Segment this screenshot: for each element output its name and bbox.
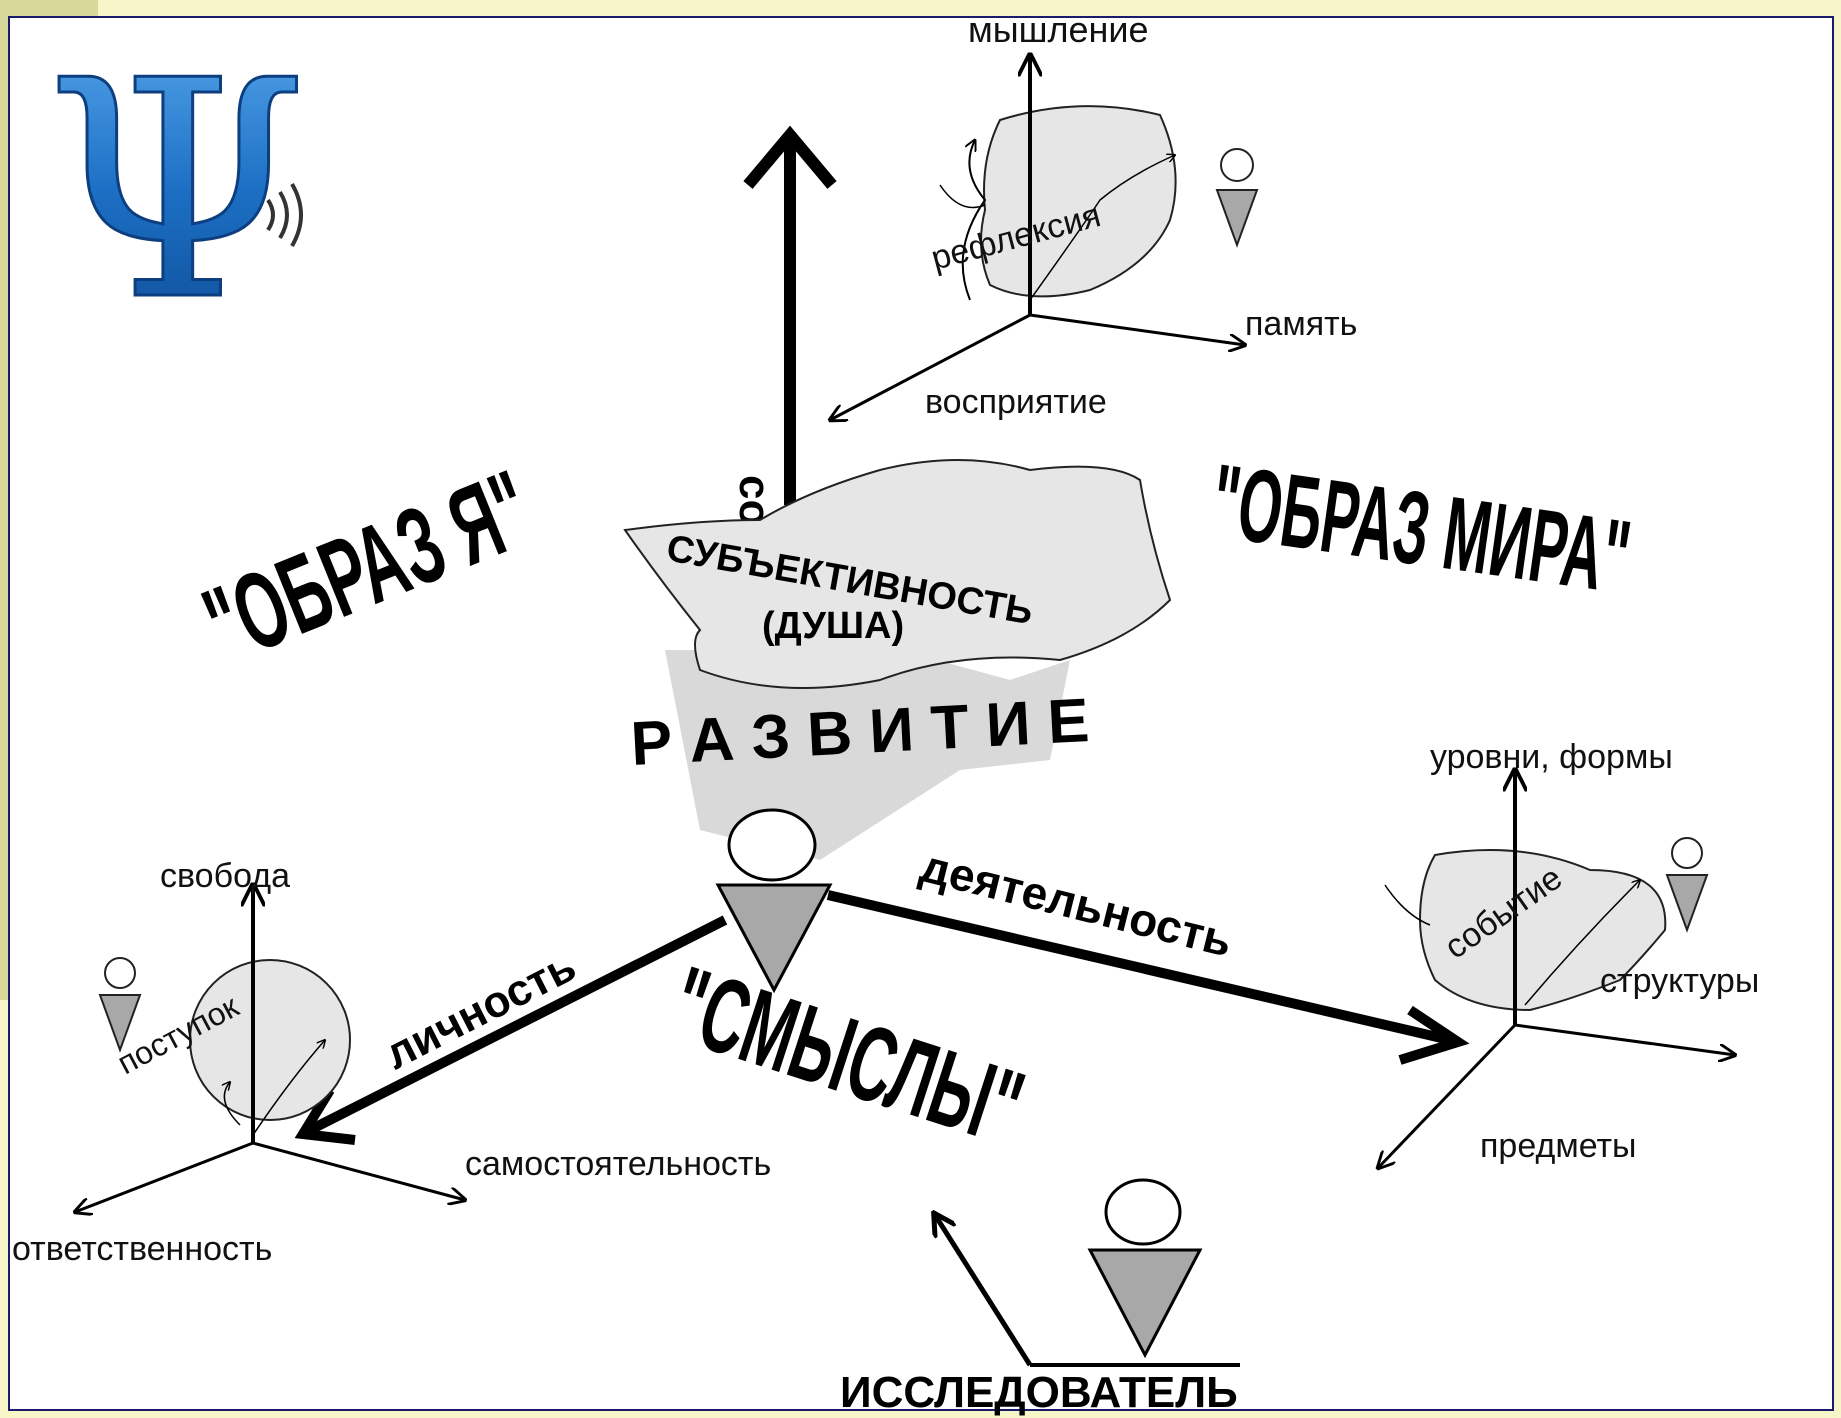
label-urovni-formy: уровни, формы — [1430, 738, 1673, 776]
label-svoboda: свобода — [160, 857, 290, 895]
label-otvetstvennost: ответственность — [12, 1230, 272, 1268]
label-obraz-ya: "ОБРАЗ Я" — [188, 446, 547, 686]
svg-text:Ψ: Ψ — [45, 17, 308, 366]
label-myshlenie: мышление — [968, 9, 1149, 50]
activity-sphere: уровни, формы событие структуры предметы — [1378, 738, 1759, 1168]
researcher-figure: ИССЛЕДОВАТЕЛЬ — [840, 1180, 1240, 1417]
label-dusha: (ДУША) — [762, 605, 904, 647]
psi-icon: Ψ — [45, 17, 308, 366]
person-figure-right — [1667, 838, 1707, 930]
person-figure-top — [1217, 149, 1257, 245]
label-samostoyatelnost: самостоятельность — [465, 1145, 771, 1183]
person-figure-left — [100, 958, 140, 1050]
label-pamyat: память — [1245, 305, 1357, 343]
label-vospriyatie: восприятие — [925, 383, 1107, 421]
psi-logo: Ψ — [45, 17, 308, 366]
subjectivity-blob: СУБЪЕКТИВНОСТЬ (ДУША) — [625, 460, 1170, 688]
label-issledovatel: ИССЛЕДОВАТЕЛЬ — [840, 1368, 1238, 1417]
label-obraz-mira: "ОБРАЗ МИРА" — [1205, 441, 1637, 615]
consciousness-sphere: мышление рефлексия память восприятие — [830, 9, 1357, 421]
label-predmety: предметы — [1480, 1127, 1637, 1165]
label-smysly: "СМЫСЛЫ" — [658, 944, 1037, 1168]
lichnost-arrow: личность — [303, 920, 725, 1140]
personality-blob — [190, 960, 350, 1120]
label-deyatelnost: деятельность — [916, 839, 1238, 967]
label-struktury: структуры — [1600, 962, 1759, 1000]
